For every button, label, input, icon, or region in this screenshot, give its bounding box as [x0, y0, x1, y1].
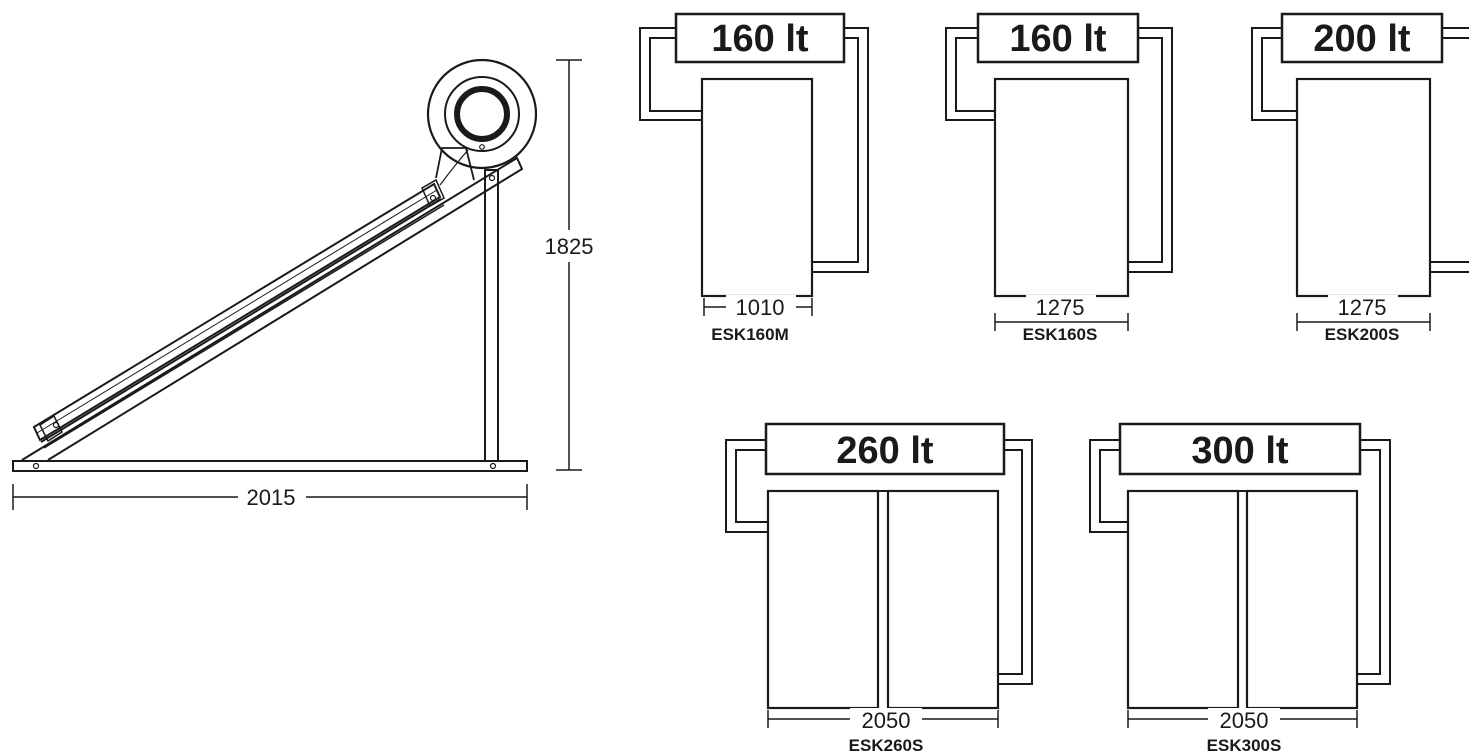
unit-esk200s: 200 lt 1275 ESK200S [1251, 12, 1469, 344]
tank-inner-shell [444, 76, 520, 152]
tank-box [1118, 422, 1362, 476]
side-view: 1825 2015 [12, 58, 608, 510]
pipe-right-inner [1357, 449, 1381, 675]
capacity-label: 300 lt [1191, 430, 1289, 472]
base-frame [12, 460, 528, 472]
width-dimension-bg [1026, 295, 1096, 319]
pipe-left-outer [945, 27, 995, 121]
model-label: ESK160S [1023, 325, 1098, 344]
width-dimension-label: 1010 [736, 295, 785, 320]
pipe-right-inner [812, 37, 859, 263]
pipe-right-inner [998, 449, 1023, 675]
collector-panel-right [886, 489, 1000, 710]
pipe-left-inner [955, 37, 995, 112]
tank-box [976, 12, 1140, 64]
collector-panel [993, 77, 1130, 298]
collector-panel-left [1126, 489, 1240, 710]
rail-bolt [488, 174, 496, 182]
collector-panel [700, 77, 814, 298]
width-dimension-bg [850, 708, 922, 732]
model-label: ESK260S [849, 736, 924, 755]
tank-box [1280, 12, 1444, 64]
upper-bracket-bolt [429, 194, 437, 202]
lower-bracket-bolt [52, 421, 60, 429]
rear-post [484, 169, 499, 462]
width-dimension-label: 2015 [247, 485, 296, 510]
support-rail [21, 156, 524, 461]
width-dimension-label: 2050 [1220, 708, 1269, 733]
base-bolt-left [32, 462, 40, 470]
tank-box [674, 12, 846, 64]
tank-outer-shell [426, 58, 538, 170]
pipe-right-inner [1128, 37, 1163, 263]
height-dimension-bg [530, 230, 608, 262]
width-dimension-bg [1208, 708, 1280, 732]
capacity-label: 260 lt [836, 430, 934, 472]
width-dimension-label: 1275 [1036, 295, 1085, 320]
width-dimension-bg [726, 295, 796, 319]
collector-panel [1295, 77, 1432, 298]
collector-panel-left [766, 489, 880, 710]
pipe-left-outer [725, 439, 768, 533]
model-label: ESK300S [1207, 736, 1282, 755]
collector-panel-right [1245, 489, 1359, 710]
tank-box [764, 422, 1006, 476]
model-label: ESK160M [711, 325, 788, 344]
pipe-left-outer [639, 27, 702, 121]
collector-glass-line [36, 189, 438, 434]
unit-esk160s: 160 lt 1275 ESK160S [945, 12, 1173, 344]
base-bolt-right [489, 462, 497, 470]
width-dimension-label: 2050 [862, 708, 911, 733]
pipe-left-outer [1251, 27, 1297, 121]
pipe-right-outer [812, 27, 869, 273]
pipe-left-inner [649, 37, 702, 112]
width-dimension-bg [238, 484, 306, 510]
pipe-left-inner [1099, 449, 1128, 523]
pipe-left-inner [1261, 37, 1297, 112]
capacity-label: 160 lt [711, 18, 809, 60]
pipe-right-outer [1128, 27, 1173, 273]
collector-bracket-line [43, 204, 445, 449]
pipe-left-outer [1089, 439, 1128, 533]
collector-underside [40, 198, 442, 443]
tank-saddle-curve [439, 149, 469, 186]
upper-bracket [421, 178, 445, 208]
tank-bolt [479, 144, 485, 150]
capacity-label: 160 lt [1009, 18, 1107, 60]
width-dimension-bg [1328, 295, 1398, 319]
unit-esk260s: 260 lt 2050 ESK260S [725, 422, 1033, 755]
model-label: ESK200S [1325, 325, 1400, 344]
pipe-right-outer [998, 439, 1033, 685]
lower-bracket [39, 414, 63, 443]
capacity-label: 200 lt [1313, 18, 1411, 60]
tank-core [454, 86, 510, 142]
width-dimension-label: 1275 [1338, 295, 1387, 320]
unit-esk300s: 300 lt 2050 ESK300S [1089, 422, 1391, 755]
collector-panel [32, 182, 442, 442]
unit-esk160m: 160 lt 1010 ESK160M [639, 12, 869, 344]
tank-saddle [435, 147, 475, 181]
pipe-left-inner [735, 449, 768, 523]
pipe-right-outer [1357, 439, 1391, 685]
height-dimension-label: 1825 [545, 234, 594, 259]
